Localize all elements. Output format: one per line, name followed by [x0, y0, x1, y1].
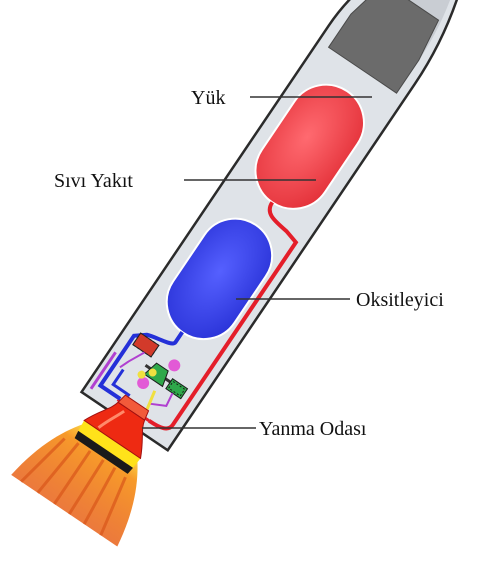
combustion-chamber-label: Yanma Odası	[259, 418, 367, 440]
oxidizer-label: Oksitleyici	[356, 289, 444, 311]
liquid-fuel-label: Sıvı Yakıt	[54, 170, 133, 192]
payload-label: Yük	[191, 87, 225, 109]
